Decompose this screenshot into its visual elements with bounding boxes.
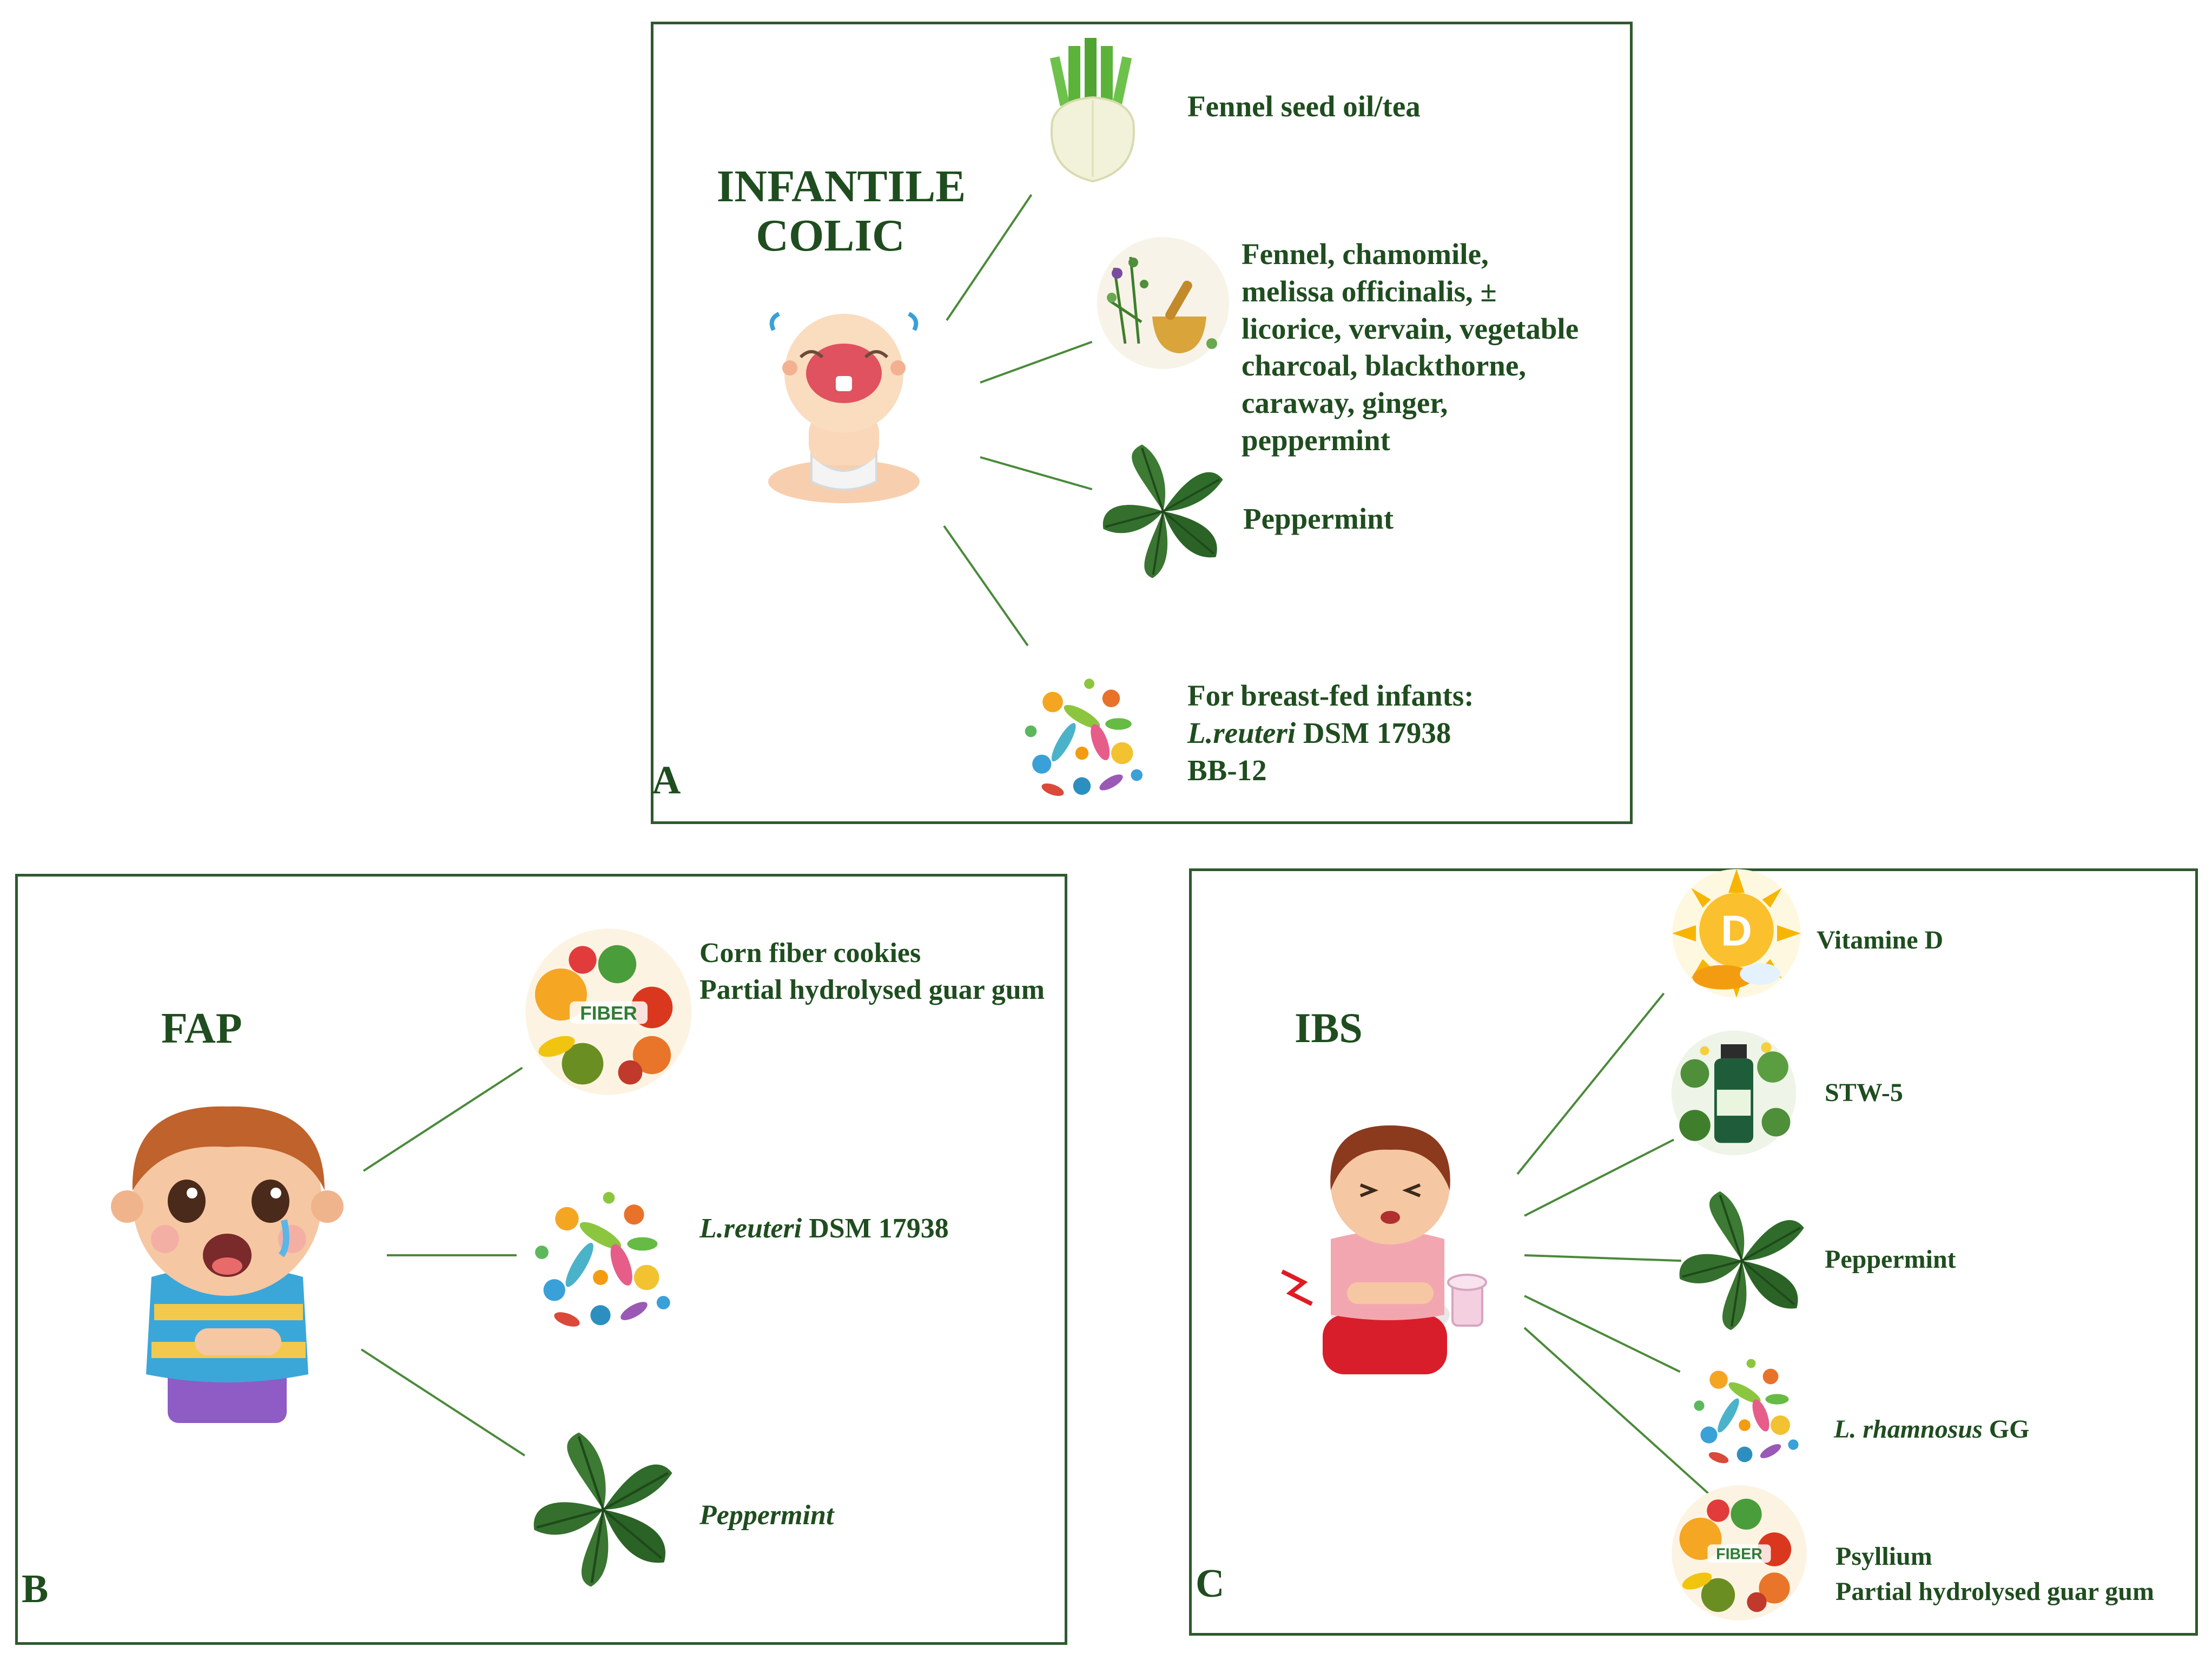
bacteria-circle-icon — [1680, 1347, 1810, 1477]
probiotic-line: L.reuteri DSM 17938 — [1187, 715, 1474, 752]
psyllium-line: Psyllium — [1835, 1542, 1932, 1571]
connector-line — [387, 1254, 517, 1256]
herbal-mix-line: charcoal, blackthorne, — [1242, 349, 1527, 383]
fiber-label-line: Corn fiber cookies — [699, 938, 921, 969]
probiotic-line: For breast-fed infants: — [1187, 679, 1474, 712]
herbal-bottle-icon — [1669, 1028, 1799, 1158]
panel-c — [1189, 868, 2198, 1636]
fiber-badge: FIBER — [580, 1003, 637, 1024]
strain-name: L. rhamnosus — [1834, 1415, 1983, 1444]
strain-name: L.reuteri — [699, 1213, 802, 1244]
mint-leaf-icon — [1087, 441, 1239, 582]
peppermint-label: Peppermint — [699, 1500, 834, 1531]
panel-b-letter: B — [22, 1567, 49, 1611]
vitamin-d-sun-icon: D — [1669, 866, 1804, 1001]
panel-a — [651, 22, 1633, 824]
peppermint-label: Peppermint — [1825, 1245, 1956, 1274]
mint-leaf-icon — [1669, 1188, 1815, 1334]
vitamin-d-label: Vitamine D — [1817, 926, 1944, 954]
herbal-mix-label: Fennel, chamomile, melissa officinalis, … — [1242, 236, 1579, 459]
fiber-label: Corn fiber cookies Partial hydrolysed gu… — [699, 935, 1045, 1008]
probiotic-line: BB-12 — [1187, 753, 1267, 787]
panel-b-title: FAP — [161, 1005, 242, 1052]
herbs-mortar-icon — [1093, 235, 1233, 371]
herbal-mix-line: peppermint — [1242, 423, 1390, 457]
fiber-foods-icon: FIBER — [1669, 1483, 1810, 1623]
bacteria-circle-icon — [1009, 666, 1155, 812]
fennel-icon — [1036, 35, 1150, 187]
herbal-mix-line: Fennel, chamomile, — [1242, 238, 1489, 271]
psyllium-line: Partial hydrolysed guar gum — [1835, 1577, 2154, 1606]
panel-c-letter: C — [1196, 1562, 1225, 1606]
fiber-label-line: Partial hydrolysed guar gum — [699, 974, 1045, 1005]
panel-a-letter: A — [652, 758, 681, 802]
fennel-seed-label: Fennel seed oil/tea — [1187, 90, 1421, 123]
strain-code: DSM 17938 — [802, 1213, 949, 1244]
bacteria-circle-icon — [517, 1177, 684, 1345]
fiber-badge: FIBER — [1716, 1546, 1762, 1563]
fiber-foods-icon: FIBER — [522, 925, 695, 1098]
reuteri-label: L.reuteri DSM 17938 — [699, 1211, 949, 1246]
herbal-mix-line: licorice, vervain, vegetable — [1242, 312, 1579, 345]
crying-baby-icon — [752, 303, 936, 509]
herbal-mix-line: melissa officinalis, ± — [1242, 274, 1497, 308]
girl-toilet-icon — [1271, 1109, 1509, 1385]
stw5-label: STW-5 — [1825, 1078, 1903, 1107]
vitamin-d-badge: D — [1721, 907, 1752, 955]
panel-a-title: INFANTILE COLIC — [706, 162, 976, 260]
strain-code: DSM 17938 — [1296, 716, 1451, 749]
panel-a-title-line1: INFANTILE — [716, 161, 966, 212]
psyllium-label: Psyllium Partial hydrolysed guar gum — [1835, 1539, 2154, 1610]
panel-a-title-line2: COLIC — [756, 210, 905, 261]
panel-c-title: IBS — [1295, 1004, 1363, 1051]
probiotic-infants-label: For breast-fed infants: L.reuteri DSM 17… — [1187, 677, 1474, 789]
panel-b — [15, 874, 1067, 1645]
rhamnosus-label: L. rhamnosus GG — [1834, 1413, 2029, 1446]
boy-stomach-ache-icon — [87, 1082, 368, 1428]
strain-name: L.reuteri — [1187, 716, 1296, 749]
herbal-mix-line: caraway, ginger, — [1242, 386, 1448, 419]
strain-code: GG — [1982, 1415, 2030, 1444]
mint-leaf-icon — [514, 1428, 692, 1591]
peppermint-label: Peppermint — [1243, 502, 1394, 535]
